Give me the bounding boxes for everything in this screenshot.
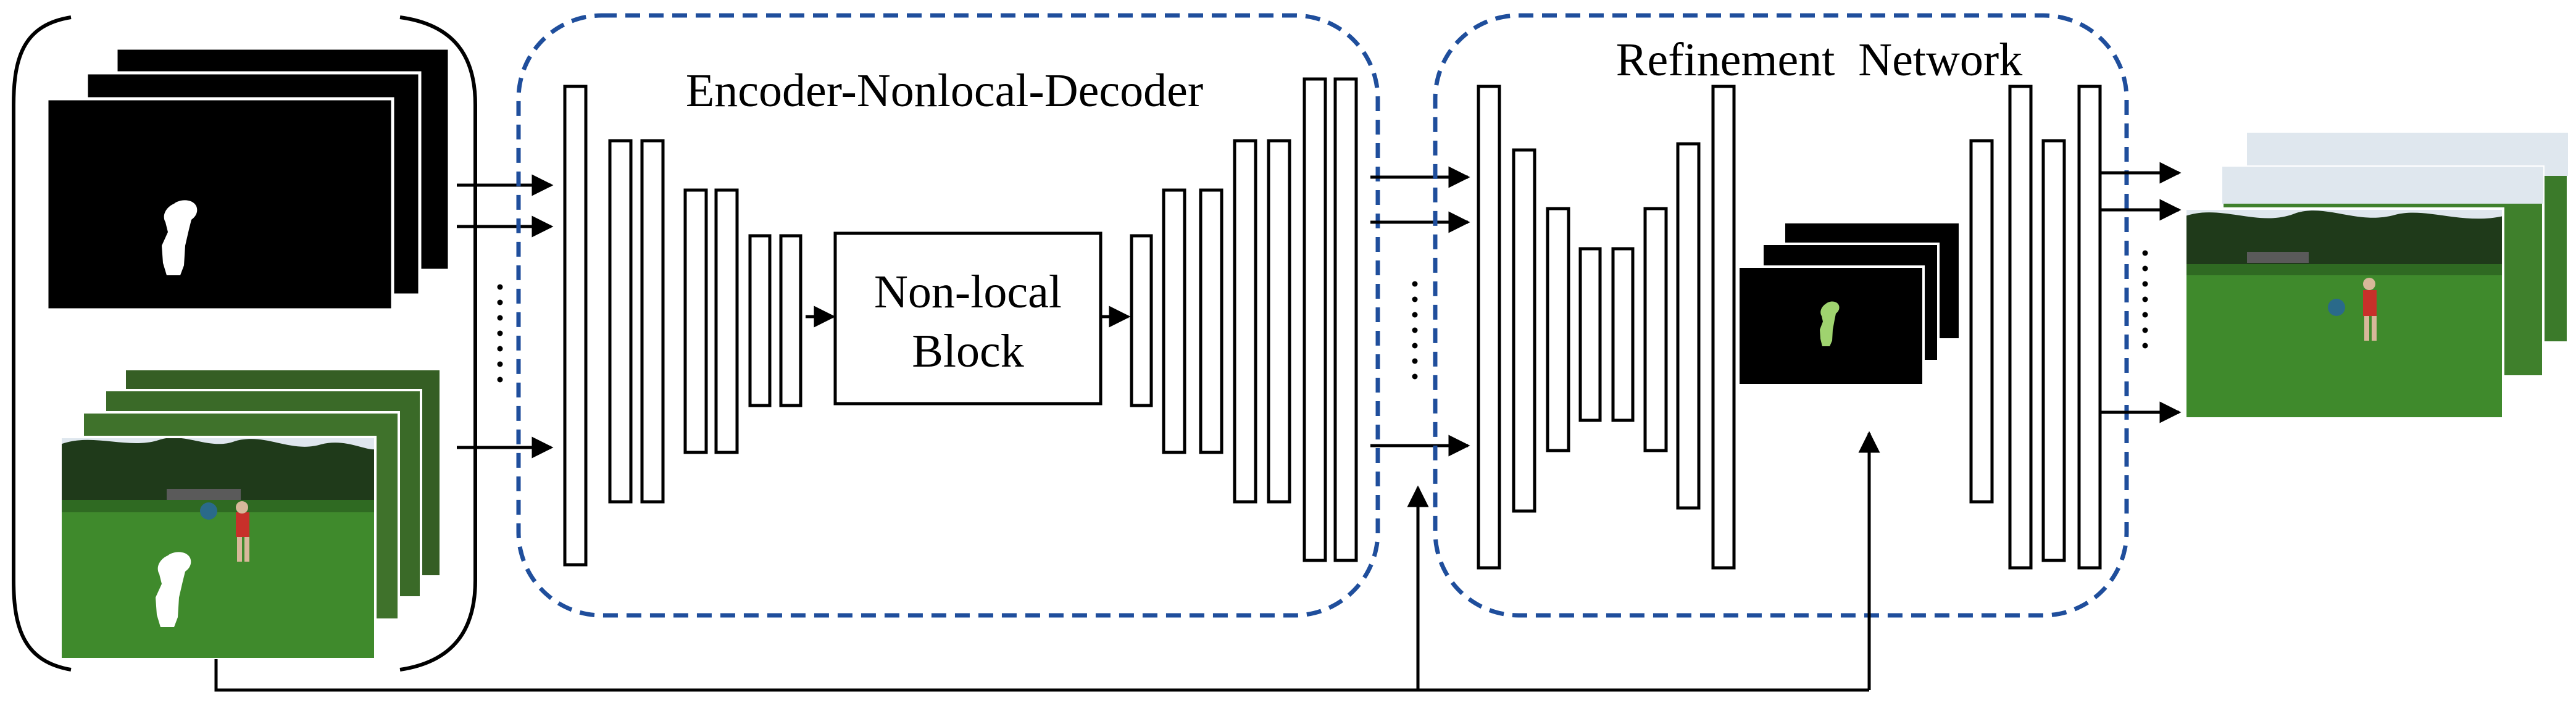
encoder-title: Encoder-Nonlocal-Decoder [686, 65, 1203, 117]
mask-frames-icon [45, 46, 451, 312]
encoder-dashed-box [516, 13, 1380, 618]
refine-enc-layer-4a [1578, 247, 1602, 422]
encoder-layer-3b [714, 188, 739, 454]
input-bracket [12, 15, 72, 672]
video-frames-icon [59, 368, 442, 660]
decoder-layer-3a [1233, 139, 1257, 504]
decoder-layer-3b [1267, 139, 1291, 504]
refine-out-layer-3 [2041, 139, 2066, 562]
output-frames-icon [2184, 131, 2569, 420]
refined-mask-icon [1737, 221, 1961, 386]
decoder-layer-1 [1130, 234, 1153, 407]
encoder-layer-2a [608, 139, 633, 504]
refine-out-layer-4 [2077, 85, 2102, 570]
nonlocal-label-line1: Non-local [874, 266, 1062, 318]
decoder-layer-4a [1303, 77, 1327, 562]
encoder-nonlocal-decoder-module: Encoder-Nonlocal-Decoder Non-local Block [516, 13, 1380, 618]
nonlocal-label-line2: Block [912, 325, 1024, 377]
decoder-layer-2b [1199, 188, 1223, 454]
input-ellipsis-icon [497, 284, 503, 383]
output-group [2100, 131, 2569, 423]
encoder-layer-2b [640, 139, 665, 504]
mask-silhouette [162, 200, 198, 275]
output-ellipsis-icon [2142, 250, 2148, 349]
refine-enc-layer-4b [1611, 247, 1635, 422]
refine-enc-layer-1 [1477, 85, 1501, 570]
encoder-layer-3a [683, 188, 708, 454]
refine-out-layer-1 [1969, 139, 1994, 504]
input-group [12, 15, 554, 672]
refined-mask-silhouette [1820, 301, 1840, 346]
encoder-layer-4b [779, 234, 802, 407]
refine-enc-layer-3 [1546, 207, 1570, 452]
refine-out-layer-2 [2008, 85, 2033, 570]
skip-connection [214, 431, 1880, 692]
decoder-layer-2a [1162, 188, 1186, 454]
refinement-title: Refinement Network [1616, 34, 2022, 86]
nonlocal-block [833, 231, 1103, 406]
encoder-layer-1 [563, 85, 588, 567]
input-bracket-right [399, 15, 477, 672]
refinement-dashed-box [1433, 13, 2129, 618]
mid-ellipsis-icon [1412, 281, 1418, 380]
refinement-network-module: Refinement Network [1433, 13, 2129, 618]
encoder-layer-4a [748, 234, 772, 407]
refine-enc-layer-2 [1512, 148, 1536, 513]
refine-dec-layer-3 [1711, 85, 1736, 570]
refine-dec-layer-2 [1676, 142, 1701, 510]
refine-dec-layer-1 [1643, 207, 1668, 452]
decoder-layer-4b [1333, 77, 1358, 562]
